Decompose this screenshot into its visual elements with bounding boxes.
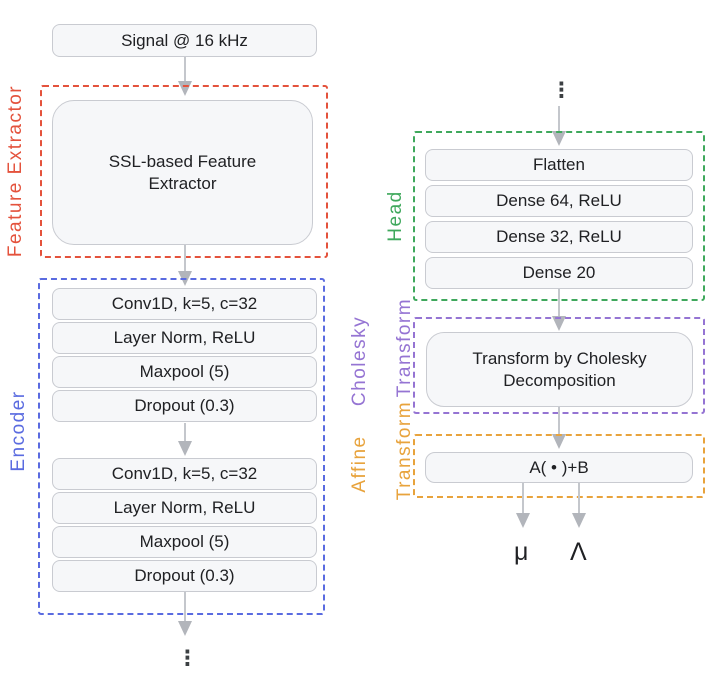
- affine-transform-label: Affine Transform: [348, 400, 416, 501]
- signal-input-box: Signal @ 16 kHz: [52, 24, 317, 57]
- encoder-group: [38, 278, 325, 615]
- arrow-signal-to-feature-extractor: [178, 57, 192, 96]
- encoder-label: Encoder: [7, 390, 29, 472]
- encoder-block2-maxpool: Maxpool (5): [52, 526, 317, 558]
- encoder-block1-maxpool: Maxpool (5): [52, 356, 317, 388]
- ellipsis-right: ⋮: [551, 79, 572, 102]
- ellipsis-left: ⋮: [177, 647, 198, 670]
- arrow-into-head: [552, 106, 566, 146]
- arrow-encoder-block1-to-block2: [178, 423, 192, 456]
- encoder-block1-conv1d: Conv1D, k=5, c=32: [52, 288, 317, 320]
- encoder-block2-layernorm: Layer Norm, ReLU: [52, 492, 317, 524]
- arrowhead-icon: [552, 316, 566, 331]
- head-label: Head: [384, 190, 406, 242]
- arrow-to-mu: [516, 483, 530, 528]
- arrowhead-icon: [572, 513, 586, 528]
- arrow-to-lambda: [572, 483, 586, 528]
- encoder-block2-conv1d: Conv1D, k=5, c=32: [52, 458, 317, 490]
- head-dense32: Dense 32, ReLU: [425, 221, 693, 253]
- arrow-encoder-out: [178, 592, 192, 636]
- cholesky-decomposition-box: Transform by Cholesky Decomposition: [426, 332, 693, 407]
- arrowhead-icon: [178, 81, 192, 96]
- arrowhead-icon: [516, 513, 530, 528]
- output-lambda: Λ: [570, 538, 587, 566]
- arrowhead-icon: [552, 434, 566, 449]
- ssl-feature-extractor-box: SSL-based Feature Extractor: [52, 100, 313, 245]
- encoder-block2-dropout: Dropout (0.3): [52, 560, 317, 592]
- output-mu: μ: [514, 538, 529, 566]
- head-dense20: Dense 20: [425, 257, 693, 289]
- arrow-head-to-cholesky: [552, 289, 566, 331]
- encoder-block1-layernorm: Layer Norm, ReLU: [52, 322, 317, 354]
- arrowhead-icon: [552, 131, 566, 146]
- encoder-block1-dropout: Dropout (0.3): [52, 390, 317, 422]
- arrowhead-icon: [178, 621, 192, 636]
- head-flatten: Flatten: [425, 149, 693, 181]
- arrowhead-icon: [178, 441, 192, 456]
- head-dense64: Dense 64, ReLU: [425, 185, 693, 217]
- feature-extractor-label: Feature Extractor: [4, 84, 26, 258]
- affine-box: A( • )+B: [425, 452, 693, 483]
- affine-transform-group: [413, 434, 705, 498]
- arrow-cholesky-to-affine: [552, 407, 566, 449]
